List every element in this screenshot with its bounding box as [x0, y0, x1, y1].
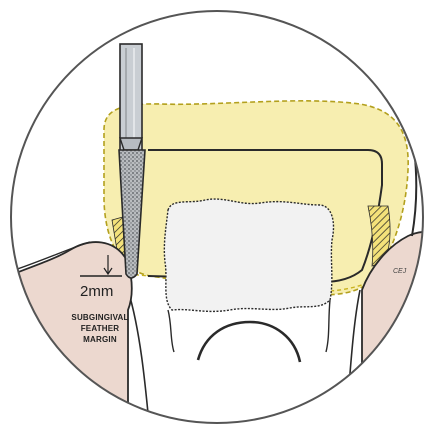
cej-label: CEJ [393, 268, 407, 275]
measurement-label: 2mm [80, 283, 113, 300]
tooth-root-outline [128, 290, 360, 434]
margin-label-line-1: SUBGINGIVAL [71, 313, 128, 322]
pulp-chamber [164, 199, 333, 311]
margin-label-line-2: FEATHER [81, 324, 120, 333]
bur-neck [120, 138, 142, 150]
margin-label-line-3: MARGIN [83, 335, 117, 344]
